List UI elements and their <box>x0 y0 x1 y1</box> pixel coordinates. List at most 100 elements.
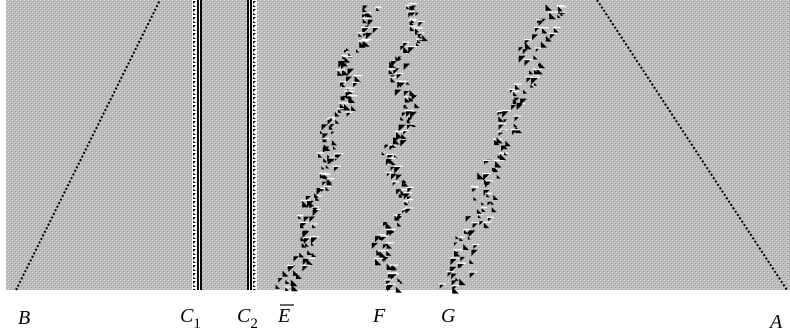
band-e-bar-glyph <box>342 55 346 60</box>
band-g-glyph <box>484 179 490 185</box>
band-f-glyph <box>404 97 410 103</box>
band-f-glyph <box>396 74 402 80</box>
band-g-glyph-edge <box>482 221 492 223</box>
band-f-glyph-edge <box>389 76 398 78</box>
band-e-bar-glyph <box>323 158 328 163</box>
band-g-glyph-edge <box>497 131 505 133</box>
band-g-glyph <box>536 20 541 24</box>
label-c2-main: C <box>237 305 251 327</box>
band-g-glyph <box>487 201 492 206</box>
band-g-glyph-edge <box>557 6 568 8</box>
band-g-glyph <box>535 48 540 53</box>
band-g-glyph-edge <box>530 76 540 78</box>
band-g-glyph <box>469 259 474 264</box>
band-f-glyph <box>374 258 382 266</box>
band-e-bar-glyph <box>330 124 335 129</box>
band-f-glyph <box>386 284 394 292</box>
band-g-glyph-edge <box>532 74 540 76</box>
band-g-glyph <box>476 208 483 215</box>
band-g-glyph-edge <box>480 206 488 209</box>
band-g-glyph <box>542 28 548 34</box>
band-g-glyph-edge <box>453 249 463 251</box>
band-e-bar-glyph <box>372 27 379 34</box>
band-g-glyph-edge <box>493 159 504 162</box>
band-f-glyph-edge <box>395 73 404 75</box>
band-g-glyph <box>451 273 457 280</box>
band-e-bar-glyph <box>319 173 325 179</box>
band-e-bar-glyph-edge <box>338 102 349 104</box>
band-f-glyph <box>398 124 406 132</box>
band-e-bar-glyph-edge <box>318 172 327 174</box>
band-g-glyph <box>481 201 485 206</box>
band-e-bar-glyph <box>341 83 346 87</box>
band-g-glyph <box>488 217 492 222</box>
band-f-glyph <box>403 63 411 70</box>
band-g-glyph <box>477 214 482 219</box>
band-g-glyph <box>471 249 478 257</box>
band-e-bar-glyph-edge <box>361 38 372 41</box>
band-e-bar-glyph <box>362 7 367 13</box>
band-f-glyph-edge <box>386 153 396 156</box>
band-g-glyph <box>504 152 508 156</box>
band-e-bar-glyph-edge <box>301 264 311 266</box>
band-f-glyph <box>390 173 397 180</box>
band-e-bar-glyph <box>300 222 307 229</box>
line-b <box>15 0 161 291</box>
band-f-glyph <box>394 89 402 97</box>
band-e-bar-glyph <box>335 119 340 124</box>
band-e-bar-glyph <box>321 188 325 192</box>
band-g-glyph-edge <box>456 262 465 264</box>
band-e-bar-glyph <box>322 146 330 154</box>
band-g-glyph <box>533 55 538 60</box>
band-e-bar-glyph-edge <box>341 54 348 57</box>
band-g-glyph-edge <box>534 47 542 49</box>
band-e-bar-glyph-edge <box>317 152 325 154</box>
band-e-bar-glyph <box>309 201 316 208</box>
band-e-bar-glyph <box>337 70 343 76</box>
band-g-glyph-edge <box>463 228 470 231</box>
band-g-glyph <box>486 193 490 198</box>
band-g-glyph <box>513 123 518 128</box>
band-f-glyph <box>399 280 403 284</box>
band-g-glyph <box>483 160 488 165</box>
band-f-glyph <box>395 286 402 293</box>
band-g-glyph <box>491 207 497 213</box>
band-f-glyph-edge <box>380 235 389 237</box>
band-e-bar-glyph <box>285 287 289 291</box>
band-g-glyph <box>511 130 517 136</box>
band-f-glyph-edge <box>408 25 417 27</box>
band-e-bar-glyph <box>348 96 356 104</box>
band-f-glyph <box>386 173 391 177</box>
band-e-bar-glyph <box>342 68 349 76</box>
band-f-glyph <box>400 116 404 121</box>
band-g-glyph-edge <box>500 129 508 131</box>
band-e-bar-glyph-edge <box>297 214 304 216</box>
band-e-bar-glyph <box>326 179 333 186</box>
band-e-bar-glyph <box>298 215 302 219</box>
band-e-bar-glyph-edge <box>309 236 320 238</box>
band-e-bar-glyph-edge <box>352 81 360 84</box>
band-e-bar-glyph-edge <box>353 75 362 77</box>
band-f-glyph-edge <box>396 80 407 82</box>
band-g-glyph <box>498 124 505 130</box>
band-f-glyph-edge <box>389 264 398 266</box>
band-e-bar-glyph <box>303 216 310 223</box>
band-e-bar-glyph-edge <box>326 178 335 180</box>
band-f-glyph-edge <box>403 200 411 202</box>
band-f-glyph <box>397 222 402 227</box>
band-f-glyph <box>417 33 423 39</box>
band-g-glyph <box>553 27 559 33</box>
band-f-glyph <box>396 189 402 195</box>
band-f-glyph <box>389 61 396 68</box>
band-e-bar-glyph-edge <box>328 157 338 159</box>
band-e-bar-glyph-edge <box>314 195 322 197</box>
band-f-glyph <box>410 5 417 11</box>
band-e-bar-glyph <box>338 109 342 113</box>
band-e-bar-glyph-edge <box>301 199 311 201</box>
band-f-glyph-edge <box>402 192 413 194</box>
band-f-glyph <box>390 166 395 171</box>
band-f-glyph-edge <box>405 110 414 112</box>
band-g-glyph <box>557 14 561 19</box>
band-f-glyph <box>386 263 393 270</box>
band-g-glyph <box>477 172 485 180</box>
